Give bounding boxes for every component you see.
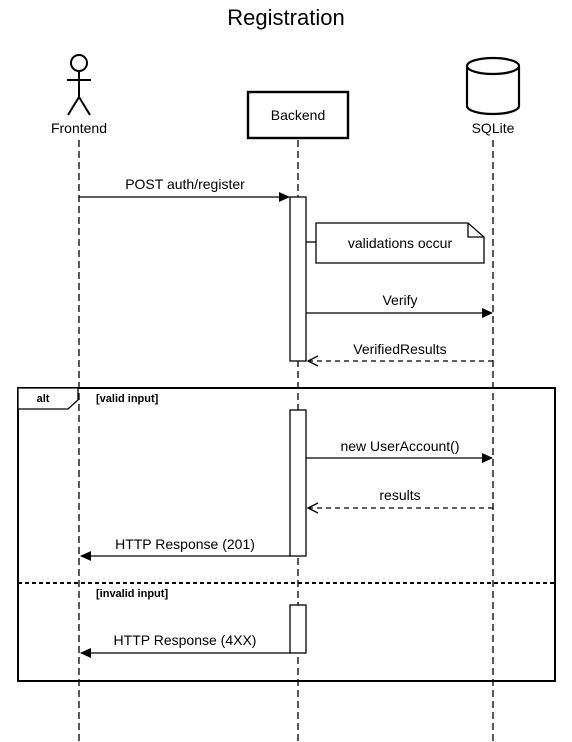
message-new-user-account-label: new UserAccount()	[340, 438, 459, 454]
alt-fragment	[17, 387, 556, 682]
backend-activation-2	[289, 409, 307, 557]
note-box	[315, 222, 485, 264]
message-verified-results-label: VerifiedResults	[353, 341, 446, 357]
diagram-title: Registration	[227, 5, 344, 30]
alt-operator-tab	[17, 387, 79, 410]
note-fold	[467, 223, 484, 238]
backend-activation-1	[289, 196, 307, 362]
message-results-label: results	[379, 487, 420, 503]
message-response-201-label: HTTP Response (201)	[115, 536, 255, 552]
message-verify-label: Verify	[382, 292, 417, 308]
guard-valid-input: [valid input]	[96, 393, 159, 405]
guard-invalid-input: [invalid input]	[96, 588, 168, 600]
message-post-register-label: POST auth/register	[125, 176, 245, 192]
message-response-4xx-label: HTTP Response (4XX)	[114, 632, 257, 648]
note-text: validations occur	[348, 235, 453, 251]
frontend-label: Frontend	[51, 120, 107, 136]
sqlite-label: SQLite	[472, 120, 515, 136]
backend-activation-3	[289, 604, 307, 654]
backend-label: Backend	[271, 107, 325, 123]
database-icon	[465, 56, 521, 116]
frontend-actor-icon	[67, 54, 91, 116]
alt-operator-label: alt	[37, 393, 50, 405]
backend-box	[246, 90, 350, 140]
